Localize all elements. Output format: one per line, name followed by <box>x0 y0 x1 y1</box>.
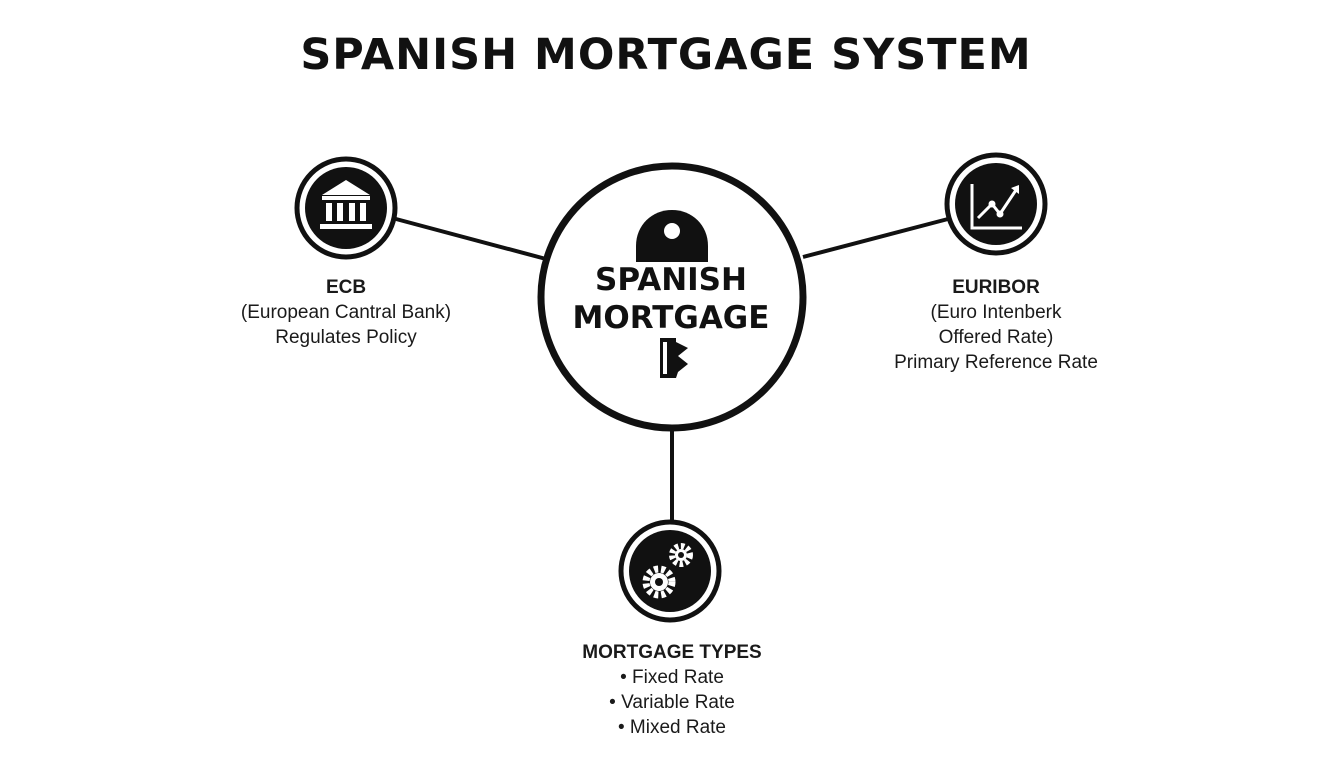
chart-icon <box>970 184 1022 230</box>
center-label-line1: SPANISH <box>595 262 747 298</box>
ecb-label: ECB (European Cantral Bank) Regulates Po… <box>226 275 466 350</box>
center-node-circle <box>537 162 807 432</box>
euribor-fullname-2: Offered Rate) <box>938 327 1054 348</box>
ecb-heading: ECB <box>325 277 367 298</box>
ecb-role: Regulates Policy <box>275 327 417 348</box>
types-item-variable: Variable Rate <box>560 690 784 715</box>
key-icon <box>636 210 708 378</box>
types-heading: MORTGAGE TYPES <box>582 642 762 663</box>
types-item-fixed: Fixed Rate <box>560 665 784 690</box>
types-label: MORTGAGE TYPES Fixed Rate Variable Rate … <box>560 640 784 740</box>
diagram-title: SPANISH MORTGAGE SYSTEM <box>300 30 1032 80</box>
euribor-heading: EURIBOR <box>952 277 1040 298</box>
types-item-mixed: Mixed Rate <box>560 715 784 740</box>
types-node <box>618 519 722 623</box>
euribor-node <box>944 152 1048 256</box>
gears-icon <box>642 543 693 599</box>
center-node-label: SPANISH MORTGAGE <box>540 261 802 337</box>
bank-icon <box>320 180 372 229</box>
center-label-line2: MORTGAGE <box>572 300 770 336</box>
euribor-label: EURIBOR (Euro Intenberk Offered Rate) Pr… <box>886 275 1106 375</box>
ecb-node <box>294 156 398 260</box>
connector-ecb <box>395 217 547 261</box>
connector-euribor <box>802 217 949 259</box>
ecb-fullname: (European Cantral Bank) <box>240 302 452 323</box>
types-list: Fixed Rate Variable Rate Mixed Rate <box>560 665 784 740</box>
euribor-fullname-1: (Euro Intenberk <box>930 302 1062 323</box>
euribor-role: Primary Reference Rate <box>894 352 1098 373</box>
